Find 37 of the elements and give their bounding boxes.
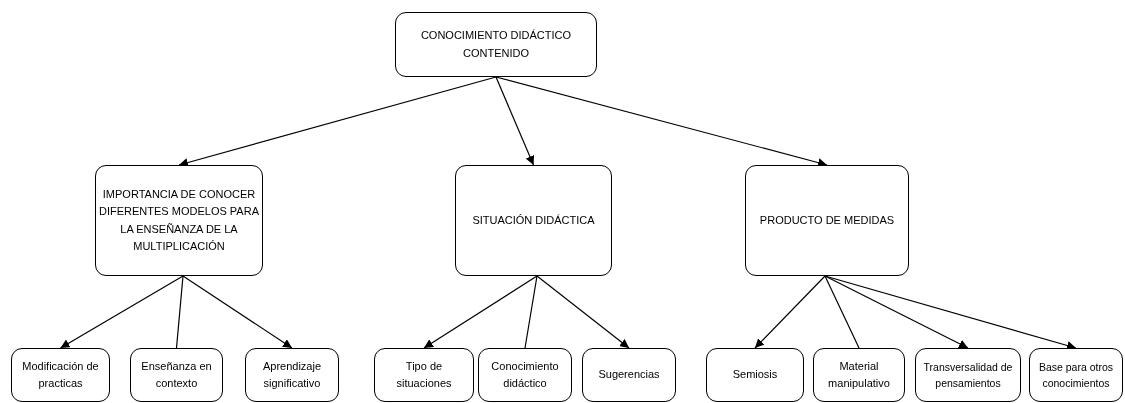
rounded-box — [745, 165, 909, 276]
node-text: Modificación de practicas — [21, 358, 100, 391]
rounded-box — [582, 348, 676, 402]
arrow — [423, 275, 538, 349]
arrow — [178, 76, 497, 167]
arrow — [824, 275, 1077, 350]
node-text: Sugerencias — [598, 367, 660, 383]
rounded-box — [11, 348, 110, 402]
node-text: Enseñanza en contexto — [140, 358, 213, 391]
rounded-box — [130, 348, 223, 402]
rounded-box — [95, 165, 263, 276]
rounded-box — [478, 348, 572, 402]
node-text: IMPORTANCIA DE CONOCER DIFERENTES MODELOS PARA LA ENSEÑANZA DE LA MULTIPLICACIÓN — [99, 187, 259, 254]
node-text: Material manipulativo — [827, 358, 891, 391]
arrow — [536, 275, 630, 349]
node-text: Base para otros conocimientos — [1037, 359, 1115, 391]
arrow — [59, 275, 184, 349]
rounded-box — [706, 348, 804, 402]
rounded-box — [813, 348, 905, 402]
node-text: Aprendizaje significativo — [261, 358, 323, 391]
arrow — [182, 275, 293, 349]
arrow — [754, 275, 826, 349]
node-text: SITUACIÓN DIDÁCTICA — [472, 212, 595, 228]
rounded-box — [395, 12, 597, 77]
rounded-box — [374, 348, 474, 402]
node-text: Conocimiento didáctico — [490, 358, 560, 391]
node-text: PRODUCTO DE MEDIDAS — [759, 212, 895, 228]
node-text: CONOCIMIENTO DIDÁCTICO CONTENIDO — [419, 28, 573, 61]
arrow — [495, 76, 535, 166]
rounded-box — [455, 165, 612, 276]
node-text: Tipo de situaciones — [395, 358, 453, 391]
node-text: Transversalidad de pensamientos — [922, 359, 1014, 391]
arrow — [824, 275, 969, 349]
node-text: Semiosis — [732, 367, 778, 383]
rounded-box — [915, 348, 1021, 402]
rounded-box — [1029, 348, 1123, 402]
rounded-box — [245, 348, 339, 402]
